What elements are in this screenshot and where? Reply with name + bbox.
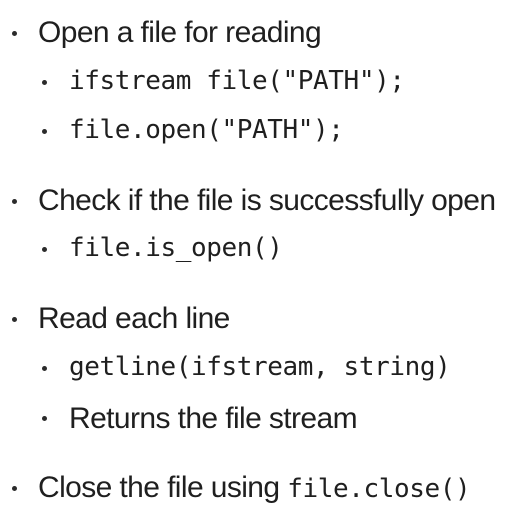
bullet-dot-icon [42, 416, 47, 421]
list-item-text: Returns the file stream [69, 402, 358, 435]
bullet-dot-icon [12, 317, 17, 322]
bullet-dot-icon [42, 129, 47, 134]
code-snippet: file.close() [287, 474, 471, 504]
list-item-text: Check if the file is successfully open [38, 184, 496, 217]
bullet-dot-icon [42, 247, 47, 252]
list-item-text: Open a file for reading [38, 16, 322, 49]
code-snippet: file.open("PATH"); [69, 115, 344, 145]
bullet-dot-icon [42, 80, 47, 85]
bullet-dot-icon [12, 199, 17, 204]
code-snippet: getline(ifstream, string) [69, 352, 451, 382]
close-prefix-text: Close the file using [38, 471, 288, 504]
list-item-text: Close the file using file.close() [38, 471, 471, 504]
bullet-dot-icon [42, 366, 47, 371]
code-snippet: ifstream file("PATH"); [69, 66, 405, 96]
bullet-dot-icon [12, 486, 17, 491]
bullet-dot-icon [12, 31, 17, 36]
code-snippet: file.is_open() [69, 233, 283, 263]
list-item-text: Read each line [38, 302, 230, 335]
